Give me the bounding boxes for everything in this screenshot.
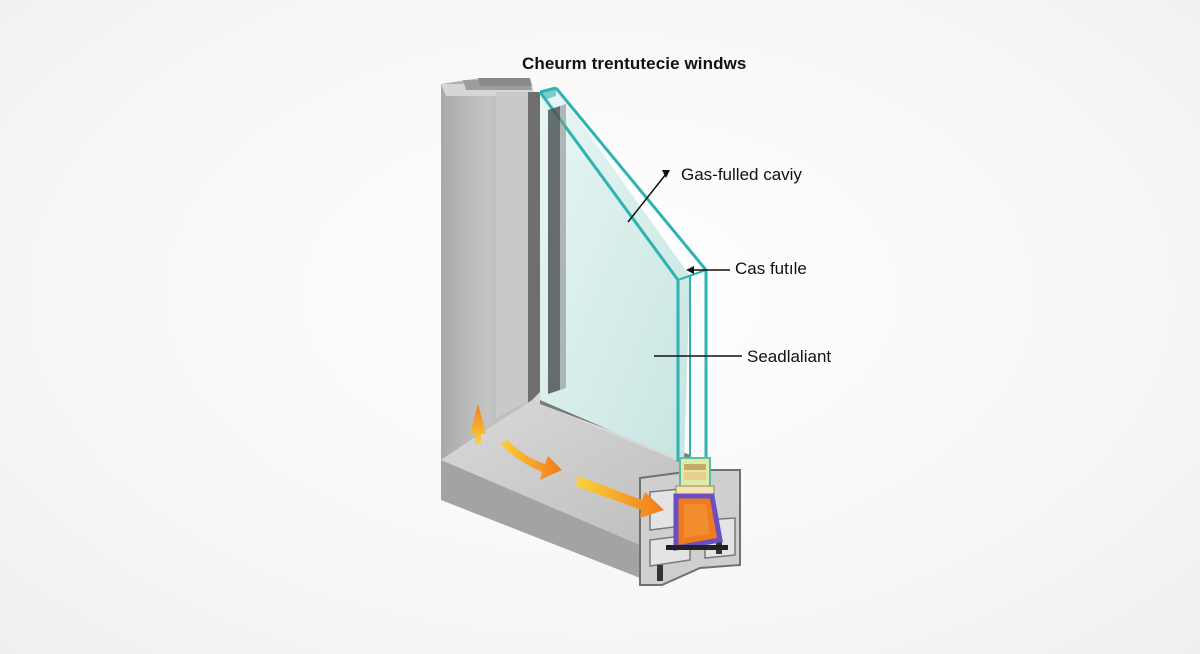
callout-leaders [627, 170, 742, 357]
spacer-seal-assembly [666, 457, 728, 551]
callout-gas-filled-cavity: Gas-fulled caviy [681, 165, 802, 184]
heat-arrow-up-icon [470, 404, 486, 444]
heat-arrow-curve-icon [500, 440, 562, 480]
heat-flow-arrows [470, 404, 664, 518]
callout-gas-fill: Cas futıle [735, 259, 807, 278]
callout-sealant: Seadlaliant [747, 347, 832, 366]
leader-arrow-icon-2 [686, 266, 694, 274]
leader-arrow-icon [662, 170, 670, 178]
insulated-glass-unit [538, 86, 708, 462]
heat-arrow-right-icon [576, 476, 664, 518]
diagram-title: Cheurm trentutecie windws [522, 54, 747, 73]
frame-jamb [441, 78, 540, 460]
